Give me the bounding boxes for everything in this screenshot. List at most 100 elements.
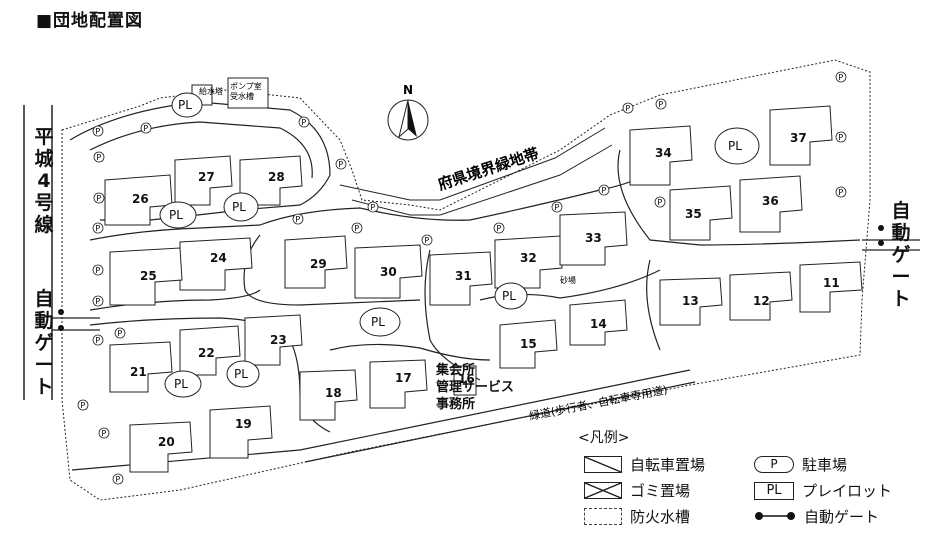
bldg-17: 17 — [395, 371, 412, 385]
bldg-21: 21 — [130, 365, 147, 379]
north-label: N — [403, 83, 413, 97]
legend-parking-label: 駐車場 — [802, 456, 848, 474]
legend-garbage-label: ゴミ置場 — [630, 482, 691, 500]
gate-label-right: 自動ゲート — [891, 200, 911, 310]
road-label: 平城4号線 — [34, 126, 54, 236]
parking-icon: P — [754, 456, 794, 473]
parking-mark: P — [95, 224, 100, 233]
parking-mark: P — [554, 203, 559, 212]
parking-mark: P — [301, 118, 306, 127]
bldg-34: 34 — [655, 146, 672, 160]
bldg-13: 13 — [682, 294, 699, 308]
legend-parking: P 駐車場 — [754, 454, 847, 475]
bldg-31: 31 — [455, 269, 472, 283]
building-15 — [499, 319, 558, 369]
playlot-mark: PL — [728, 139, 742, 153]
facility-line-2: 管理サービス — [436, 380, 515, 395]
playlot-mark: PL — [234, 367, 248, 381]
legend: <凡例> — [578, 427, 629, 452]
building-18 — [299, 369, 358, 421]
bldg-11: 11 — [823, 276, 840, 290]
bldg-12: 12 — [753, 294, 770, 308]
page-title: ■団地配置図 — [36, 11, 144, 31]
building-24 — [179, 237, 253, 291]
parking-mark: P — [601, 186, 606, 195]
building-31 — [429, 251, 493, 306]
bldg-22: 22 — [198, 346, 215, 360]
playlot-icon: PL — [754, 481, 794, 500]
bldg-33: 33 — [585, 231, 602, 245]
bldg-16: 16 — [458, 372, 475, 386]
parking-mark: P — [96, 194, 101, 203]
pump-room-label: ポンプ室 — [230, 81, 262, 91]
parking-mark: P — [838, 188, 843, 197]
legend-bicycle-label: 自転車置場 — [630, 456, 706, 474]
building-20 — [129, 421, 193, 473]
legend-gate-label: 自動ゲート — [804, 508, 880, 526]
bldg-19: 19 — [235, 417, 252, 431]
parking-mark: P — [143, 124, 148, 133]
parking-mark: P — [115, 475, 120, 484]
building-37 — [769, 105, 833, 166]
bicycle-parking-icon — [584, 456, 622, 473]
legend-title: <凡例> — [578, 430, 630, 446]
parking-mark: P — [625, 104, 630, 113]
parking-mark: P — [424, 236, 429, 245]
building-35 — [669, 185, 733, 241]
facility-line-3: 事務所 — [436, 397, 476, 412]
building-14 — [569, 299, 628, 346]
parking-mark: P — [95, 297, 100, 306]
parking-mark: P — [117, 329, 122, 338]
playlot-mark: PL — [232, 200, 246, 214]
parking-mark: P — [95, 266, 100, 275]
parking-mark: P — [370, 203, 375, 212]
bldg-26: 26 — [132, 192, 149, 206]
facility-line-1: 集会所 — [436, 363, 476, 378]
parking-mark: P — [657, 198, 662, 207]
cistern-icon — [584, 508, 622, 525]
building-17 — [369, 359, 428, 409]
bldg-29: 29 — [310, 257, 327, 271]
bldg-32: 32 — [520, 251, 537, 265]
parking-mark: P — [95, 336, 100, 345]
water-tower-label: 給水塔 — [199, 86, 223, 96]
bldg-30: 30 — [380, 265, 397, 279]
building-26 — [104, 174, 173, 226]
bldg-20: 20 — [158, 435, 175, 449]
bldg-14: 14 — [590, 317, 607, 331]
legend-cistern-label: 防火水槽 — [630, 508, 691, 526]
gate-icon — [755, 512, 795, 520]
playlot-mark: PL — [169, 208, 183, 222]
bldg-18: 18 — [325, 386, 342, 400]
playlot-mark: PL — [178, 98, 192, 112]
legend-playlot-label: プレイロット — [802, 482, 893, 500]
playlot-mark: PL — [174, 377, 188, 391]
building-25 — [109, 247, 183, 306]
building-30 — [354, 244, 423, 299]
building-33 — [559, 211, 628, 266]
bldg-37: 37 — [790, 131, 807, 145]
playlot-mark: PL — [502, 289, 516, 303]
bldg-28: 28 — [268, 170, 285, 184]
legend-playlot: PL プレイロット — [754, 480, 892, 501]
bldg-35: 35 — [685, 207, 702, 221]
bldg-25: 25 — [140, 269, 157, 283]
cistern-label: 受水槽 — [230, 91, 254, 101]
garbage-icon — [584, 482, 622, 499]
parking-mark: P — [96, 153, 101, 162]
building-11 — [799, 261, 863, 313]
legend-bicycle: 自転車置場 — [584, 454, 705, 475]
parking-mark: P — [101, 429, 106, 438]
playlot-mark: PL — [371, 315, 385, 329]
building-21 — [109, 341, 173, 393]
parking-mark: P — [838, 73, 843, 82]
facility-label: 集会所 管理サービス 事務所 — [436, 362, 514, 413]
legend-gate: 自動ゲート — [754, 506, 879, 527]
bldg-24: 24 — [210, 251, 227, 265]
bldg-15: 15 — [520, 337, 537, 351]
parking-mark: P — [295, 215, 300, 224]
legend-cistern: 防火水槽 — [584, 506, 690, 527]
parking-mark: P — [496, 224, 501, 233]
bldg-23: 23 — [270, 333, 287, 347]
building-36 — [739, 175, 803, 233]
